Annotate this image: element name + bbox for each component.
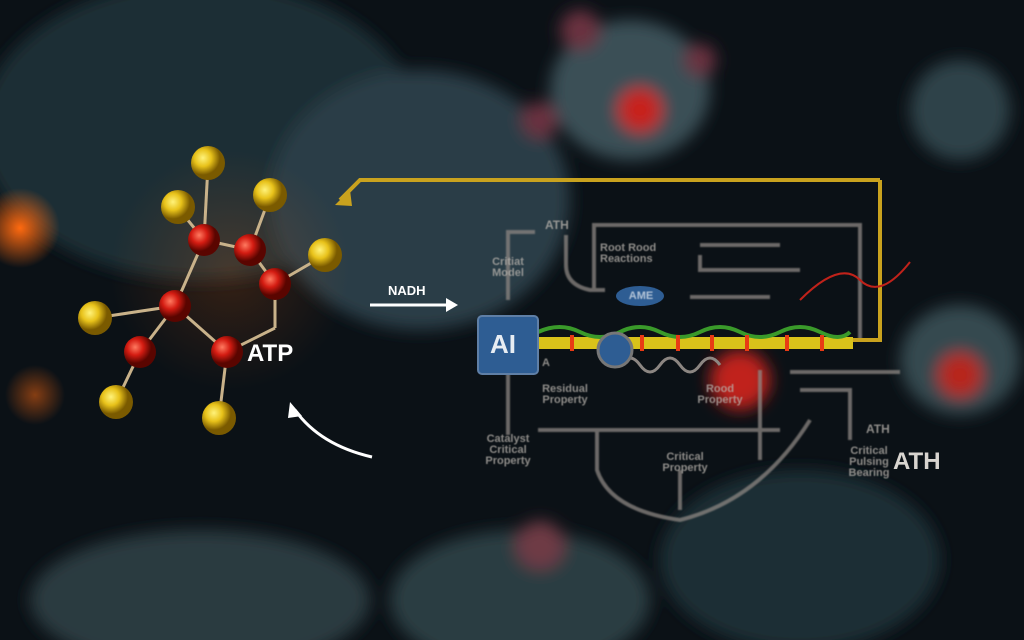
a-marker-label: A	[542, 357, 550, 369]
critical-property-label: Critical Property	[662, 451, 708, 474]
critical-model-label: Critiat Model	[492, 256, 524, 279]
ath-top-label: ATH	[545, 218, 569, 232]
orange-glow	[0, 188, 60, 268]
catalyst-property-label: Catalyst Critical Property	[485, 433, 531, 467]
nadh-label: NADH	[388, 283, 426, 298]
diagram-lines	[506, 223, 900, 523]
ai-label: AI	[490, 329, 516, 359]
reaction-bar	[538, 337, 853, 349]
critical-bearing-label: Critical Pulsing Bearing	[848, 445, 890, 479]
ame-label: AME	[628, 290, 654, 302]
root-reactions-label: Root Rood Reactions	[600, 242, 657, 265]
ath-big-label: ATH	[893, 448, 941, 475]
ai-box	[477, 315, 539, 375]
ath-small-label: ATH	[866, 422, 890, 436]
red-property-label: Rood Property	[697, 383, 743, 406]
atp-label: ATP	[247, 340, 294, 367]
residual-property-label: Residual Property	[542, 383, 588, 406]
